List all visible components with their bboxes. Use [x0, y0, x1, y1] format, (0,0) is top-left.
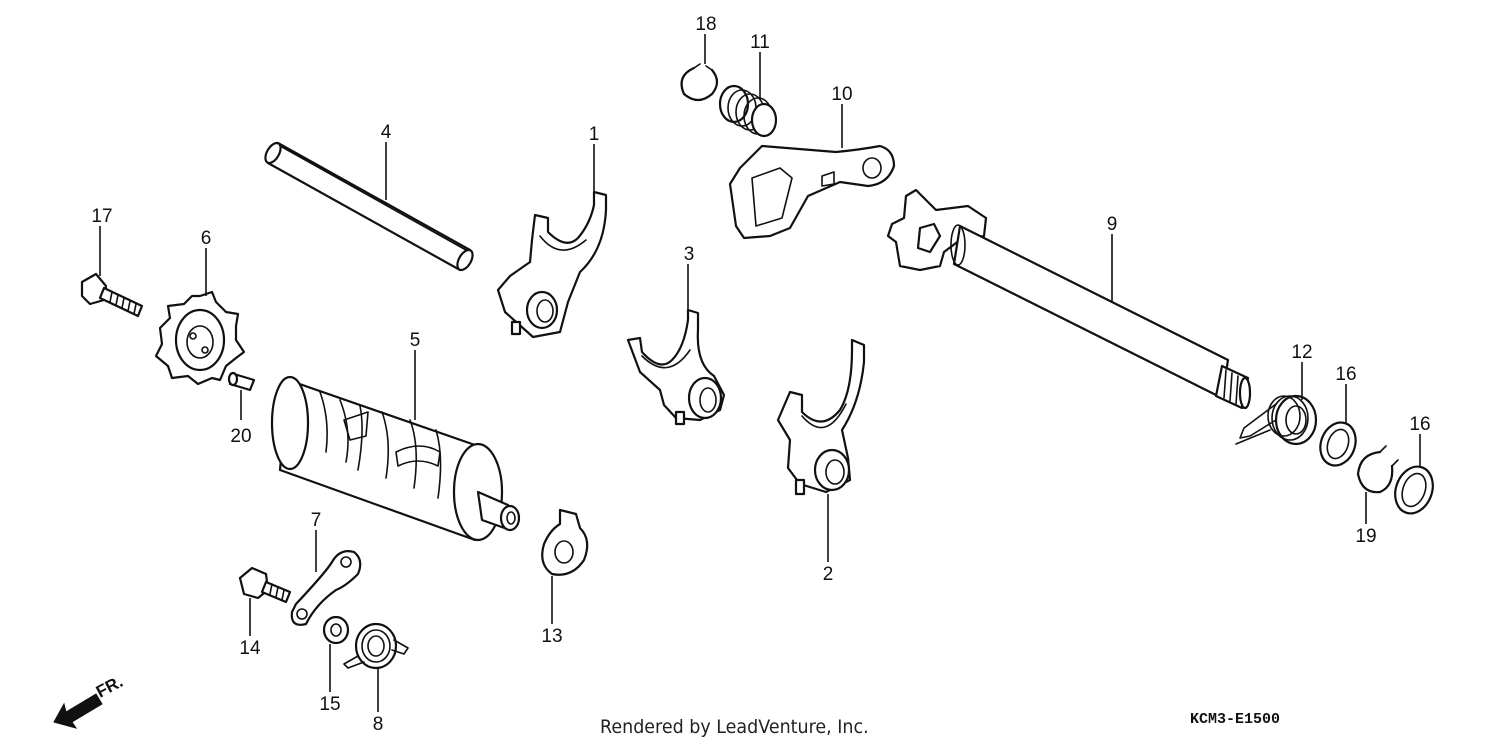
- callout-13: 13: [541, 626, 562, 647]
- credit-text: Rendered by LeadVenture, Inc.: [600, 716, 869, 738]
- part-9-gearshift-spindle: [886, 188, 1252, 410]
- callout-3: 3: [684, 244, 695, 265]
- part-7-stopper-arm: [290, 550, 362, 626]
- leader-lines: [99, 34, 1421, 712]
- callout-2: 2: [823, 564, 834, 585]
- callout-labels: 1 2 3 4 5 6 7 8 9 10 11 12 13 14 15 16 1…: [91, 14, 1430, 735]
- callout-14: 14: [239, 638, 261, 659]
- callout-9: 9: [1107, 214, 1118, 235]
- part-2-shift-fork: [776, 338, 866, 496]
- part-4-fork-shaft: [264, 141, 474, 272]
- part-20-dowel-pin: [227, 371, 256, 392]
- callout-19: 19: [1355, 526, 1376, 547]
- callout-16-upper: 16: [1335, 364, 1356, 385]
- part-6-drum-star-cam: [154, 290, 246, 386]
- part-8-return-spring: [343, 622, 409, 670]
- part-11-spring: [718, 84, 778, 138]
- callout-8: 8: [373, 714, 384, 735]
- part-5-shift-drum: [270, 375, 521, 542]
- part-1-shift-fork: [496, 190, 608, 339]
- front-direction-arrow: FR.: [53, 672, 126, 729]
- part-14-bolt: [238, 566, 292, 604]
- callout-4: 4: [381, 122, 392, 143]
- arrow-left-icon: [53, 693, 103, 729]
- part-3-shift-fork: [626, 308, 726, 426]
- callout-17: 17: [91, 206, 112, 227]
- part-18-circlip: [680, 63, 719, 102]
- part-16-washer-upper: [1319, 421, 1357, 467]
- callout-18: 18: [695, 14, 716, 35]
- part-17-bolt: [80, 272, 144, 318]
- part-16-washer-lower: [1394, 465, 1434, 515]
- callout-6: 6: [201, 228, 212, 249]
- callout-1: 1: [589, 124, 600, 145]
- callout-5: 5: [410, 330, 421, 351]
- callout-11: 11: [750, 32, 770, 53]
- callout-7: 7: [311, 510, 322, 531]
- callout-10: 10: [831, 84, 852, 105]
- part-15-washer: [322, 615, 350, 645]
- part-10-plate: [728, 144, 896, 240]
- callout-15: 15: [319, 694, 340, 715]
- part-13-plate: [541, 508, 589, 576]
- callout-16-lower: 16: [1409, 414, 1430, 435]
- callout-12: 12: [1291, 342, 1312, 363]
- diagram-code: KCM3-E1500: [1190, 711, 1281, 728]
- part-19-circlip: [1356, 445, 1399, 494]
- callout-20: 20: [230, 426, 251, 447]
- part-12-return-spring: [1235, 394, 1318, 446]
